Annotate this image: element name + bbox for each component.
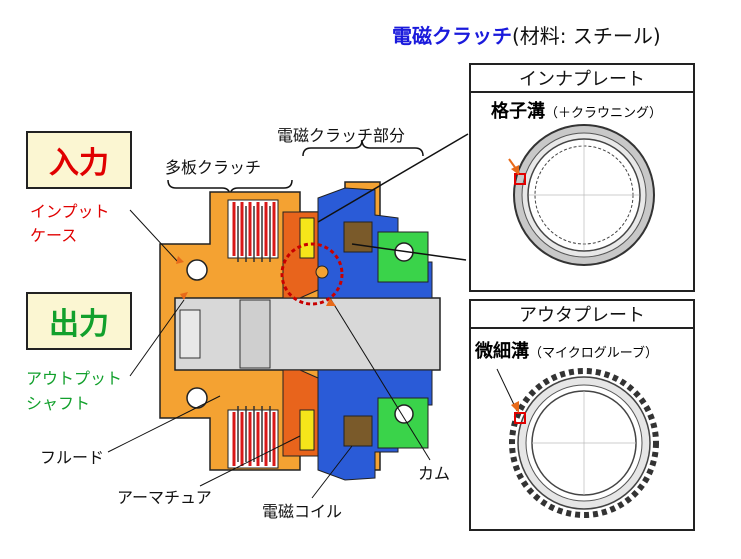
inner-plate-image [508, 124, 655, 266]
input-case-label-2: ケース [30, 226, 78, 245]
bearing-input-top [186, 259, 208, 281]
armature-bottom [299, 409, 315, 451]
armature-label: アーマチュア [117, 488, 212, 507]
em-section-bracket [302, 139, 424, 157]
outer-plate-image [496, 368, 659, 518]
outer-plate-panel: アウタプレート 微細溝（マイクログルーブ） [469, 299, 695, 531]
outer-plate-feature-note: （マイクログルーブ） [529, 346, 658, 361]
em-coil-bottom [343, 415, 373, 447]
outer-plate-feature: 微細溝（マイクログルーブ） [475, 337, 658, 363]
title-sub: (材料: スチール) [512, 24, 661, 48]
multiplate-clutch-label: 多板クラッチ [165, 158, 262, 177]
inner-plate-panel: インナプレート 格子溝（＋クラウニング） [469, 63, 695, 292]
cam-ball [315, 265, 329, 279]
output-shaft-label-1: アウトプット [26, 369, 123, 388]
multiplate-stack-top [227, 199, 279, 262]
inner-plate-title: インナプレート [471, 65, 693, 93]
inner-plate-feature: 格子溝（＋クラウニング） [491, 97, 662, 123]
title-main: 電磁クラッチ [392, 24, 512, 48]
output-shaft-label-2: シャフト [26, 394, 91, 413]
input-box: 入力 [26, 131, 132, 189]
outer-plate-feature-name: 微細溝 [475, 341, 529, 362]
output-shaft [174, 297, 441, 371]
multiplate-stack-bottom [227, 406, 279, 469]
inner-plate-feature-note: （＋クラウニング） [545, 106, 663, 121]
callout-inner-plate [317, 133, 469, 223]
bearing-input-bottom [186, 387, 208, 409]
inner-plate-detail-marker [514, 173, 526, 185]
bearing-right-bottom [394, 404, 414, 424]
input-case-label-1: インプット [30, 202, 110, 221]
callout-outer-plate [351, 243, 467, 261]
fluid-label: フルード [40, 448, 105, 467]
output-box: 出力 [26, 292, 132, 350]
armature-top [299, 217, 315, 259]
outer-plate-detail-marker [514, 412, 526, 424]
inner-plate-feature-name: 格子溝 [491, 101, 545, 122]
cam-label: カム [418, 464, 451, 483]
em-coil-top [343, 221, 373, 253]
diagram-title: 電磁クラッチ(材料: スチール) [392, 20, 661, 49]
cam-highlight-circle [280, 242, 344, 306]
em-clutch-section-label: 電磁クラッチ部分 [277, 126, 406, 145]
coil-label: 電磁コイル [262, 502, 343, 521]
outer-plate-title: アウタプレート [471, 301, 693, 329]
